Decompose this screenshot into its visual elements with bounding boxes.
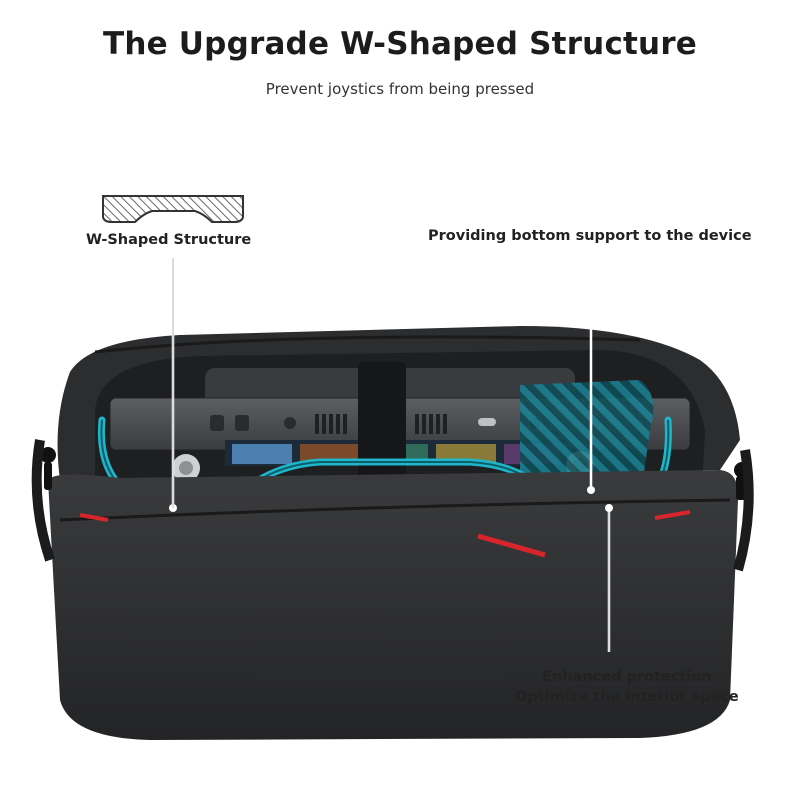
callout-protection: Enhanced protection Optimize the interio…	[515, 667, 739, 707]
page-title: The Upgrade W-Shaped Structure	[102, 26, 698, 62]
zipper-pull-left	[79, 513, 109, 522]
callout-bottom-support: Providing bottom support to the device	[428, 228, 752, 244]
page-subtitle: Prevent joystics from being pressed	[265, 80, 535, 98]
w-structure-diagram	[102, 195, 244, 223]
zipper-pull-right	[654, 510, 691, 520]
callout-w-structure: W-Shaped Structure	[86, 232, 252, 248]
bag-front-body	[48, 470, 739, 740]
callout-protection-line1: Enhanced protection	[542, 669, 712, 685]
callout-protection-line2: Optimize the interior space	[515, 689, 739, 705]
